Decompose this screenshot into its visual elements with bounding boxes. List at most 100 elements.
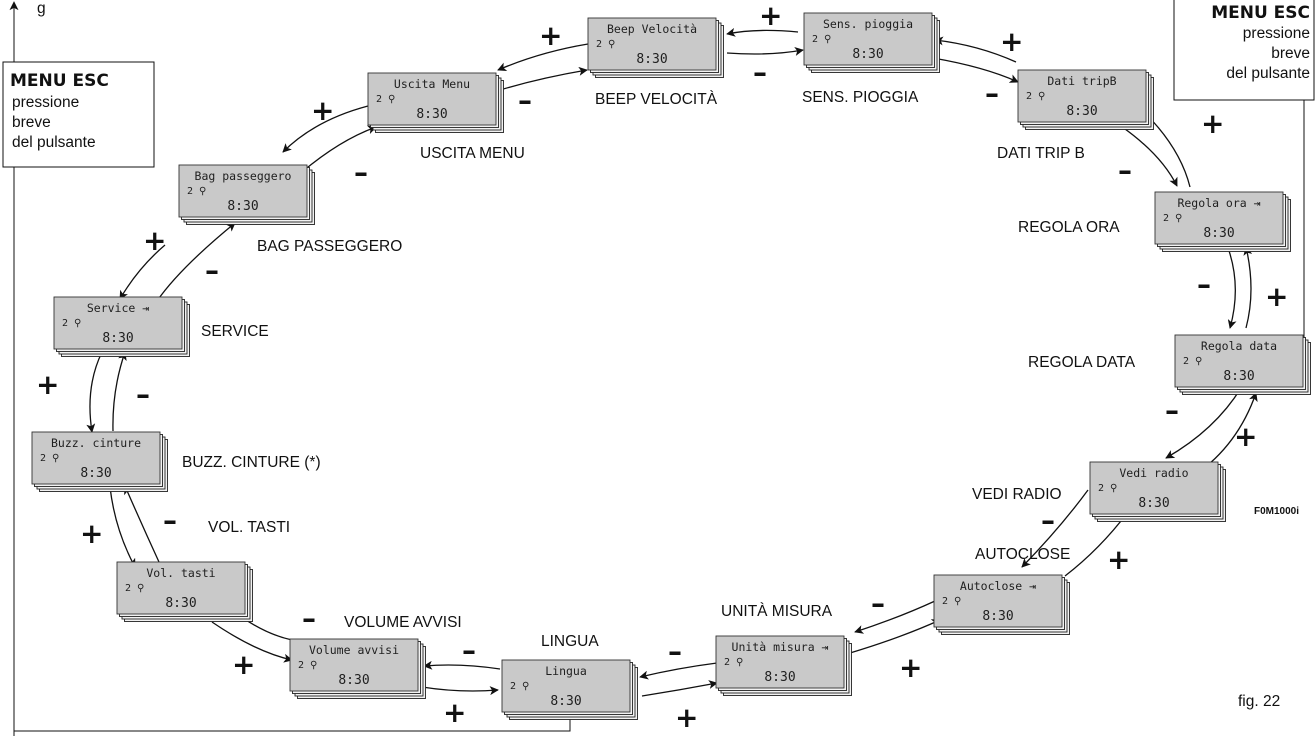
direction-signs: + – + – + – + – + – + – + – + – + – + – …	[36, 0, 1288, 734]
note-left-line-2: breve	[12, 114, 51, 131]
fuel-gauge-icon: 2 ⚲	[298, 660, 317, 671]
caption-service: SERVICE	[201, 323, 269, 340]
lcd-menu-text: Vol. tasti	[146, 566, 215, 580]
minus-sign: –	[1041, 504, 1055, 537]
fuel-gauge-icon: 2 ⚲	[724, 657, 743, 668]
lcd-menu-text: Sens. pioggia	[823, 17, 913, 31]
plus-sign: +	[1000, 25, 1023, 58]
minus-sign: –	[205, 254, 219, 287]
plus-sign: +	[311, 94, 334, 127]
caption-buzz-cinture: BUZZ. CINTURE (*)	[182, 454, 321, 471]
plus-sign: +	[1265, 280, 1288, 313]
fuel-gauge-icon: 2 ⚲	[812, 34, 831, 45]
fuel-gauge-icon: 2 ⚲	[1183, 356, 1202, 367]
lcd-screen	[116, 561, 246, 615]
caption-regola-data: REGOLA DATA	[1028, 354, 1136, 371]
minus-sign: –	[871, 587, 885, 620]
note-left-title: MENU ESC	[10, 71, 109, 91]
minus-sign: –	[985, 77, 999, 110]
lcd-screen	[803, 12, 933, 66]
minus-sign: –	[1197, 268, 1211, 301]
lcd-menu-text: Dati tripB	[1047, 74, 1116, 88]
lcd-screen	[367, 72, 497, 126]
note-left-line-3: del pulsante	[12, 134, 96, 151]
caption-vol-tasti: VOL. TASTI	[208, 519, 290, 536]
caption-beep-velocita: BEEP VELOCITÀ	[595, 91, 718, 108]
minus-sign: –	[302, 602, 316, 635]
minus-sign: –	[462, 634, 476, 667]
lcd-screen	[715, 635, 845, 689]
note-left-line-1: pressione	[12, 94, 79, 111]
plus-sign: +	[443, 696, 466, 729]
lcd-display-regola-ora: Regola ora ⇥2 ⚲8:30	[1154, 191, 1291, 252]
lcd-menu-text: Regola data	[1201, 339, 1277, 353]
fuel-gauge-icon: 2 ⚲	[596, 39, 615, 50]
lcd-display-service: Service ⇥2 ⚲8:30	[53, 296, 190, 357]
fuel-gauge-icon: 2 ⚲	[1163, 213, 1182, 224]
fuel-gauge-icon: 2 ⚲	[510, 681, 529, 692]
caption-bag-passeggero: BAG PASSEGGERO	[257, 238, 402, 255]
lcd-menu-text: Lingua	[545, 664, 587, 678]
fuel-gauge-icon: 2 ⚲	[376, 94, 395, 105]
plus-sign: +	[36, 368, 59, 401]
caption-vedi-radio: VEDI RADIO	[972, 486, 1062, 503]
minus-sign: –	[668, 635, 682, 668]
plus-sign: +	[759, 0, 782, 32]
lcd-screen	[1017, 69, 1147, 123]
caption-dati-trip-b: DATI TRIP B	[997, 145, 1085, 162]
plus-sign: +	[80, 517, 103, 550]
lcd-clock: 8:30	[165, 596, 196, 611]
plus-sign: +	[899, 651, 922, 684]
plus-sign: +	[1201, 107, 1224, 140]
plus-sign: +	[1107, 543, 1130, 576]
note-right-line-3: del pulsante	[1226, 65, 1310, 82]
lcd-menu-text: Bag passeggero	[195, 169, 292, 183]
caption-volume-avvisi: VOLUME AVVISI	[344, 614, 462, 631]
lcd-menu-text: Service ⇥	[87, 301, 149, 315]
lcd-screen	[53, 296, 183, 350]
caption-regola-ora: REGOLA ORA	[1018, 219, 1120, 236]
lcd-menu-text: Unità misura ⇥	[732, 640, 829, 654]
plus-sign: +	[143, 224, 166, 257]
fuel-gauge-icon: 2 ⚲	[1098, 483, 1117, 494]
lcd-menu-text: Buzz. cinture	[51, 436, 141, 450]
minus-sign: –	[163, 504, 177, 537]
lcd-clock: 8:30	[227, 199, 258, 214]
caption-lingua: LINGUA	[541, 633, 599, 650]
right-exit-frame: MENU ESC pressione breve del pulsante	[1173, 0, 1315, 355]
lcd-clock: 8:30	[1203, 226, 1234, 241]
lcd-screen	[1154, 191, 1284, 245]
lcd-screen	[1174, 334, 1304, 388]
minus-sign: –	[753, 56, 767, 89]
minus-sign: –	[1165, 394, 1179, 427]
lcd-display-uscita-menu: Uscita Menu 2 ⚲ 8:30	[367, 72, 504, 133]
lcd-menu-text: Uscita Menu	[394, 77, 470, 91]
fuel-gauge-icon: 2 ⚲	[942, 596, 961, 607]
left-top-text: g	[37, 0, 46, 17]
minus-sign: –	[518, 84, 532, 117]
fuel-gauge-icon: 2 ⚲	[125, 583, 144, 594]
fuel-gauge-icon: 2 ⚲	[1026, 91, 1045, 102]
lcd-clock: 8:30	[1223, 369, 1254, 384]
lcd-screen	[178, 164, 308, 218]
lcd-display-unita-misura: Unità misura ⇥ 2 ⚲ 8:30	[715, 635, 852, 696]
plus-sign: +	[232, 648, 255, 681]
fuel-gauge-icon: 2 ⚲	[40, 453, 59, 464]
lcd-screen	[1089, 461, 1219, 515]
caption-autoclose: AUTOCLOSE	[975, 546, 1070, 563]
connector-arrows	[86, 27, 1258, 697]
lcd-clock: 8:30	[982, 609, 1013, 624]
figure-label: fig. 22	[1238, 693, 1280, 710]
lcd-menu-text: Autoclose ⇥	[960, 579, 1036, 593]
lcd-clock: 8:30	[1138, 496, 1169, 511]
lcd-clock: 8:30	[764, 670, 795, 685]
lcd-clock: 8:30	[416, 107, 447, 122]
